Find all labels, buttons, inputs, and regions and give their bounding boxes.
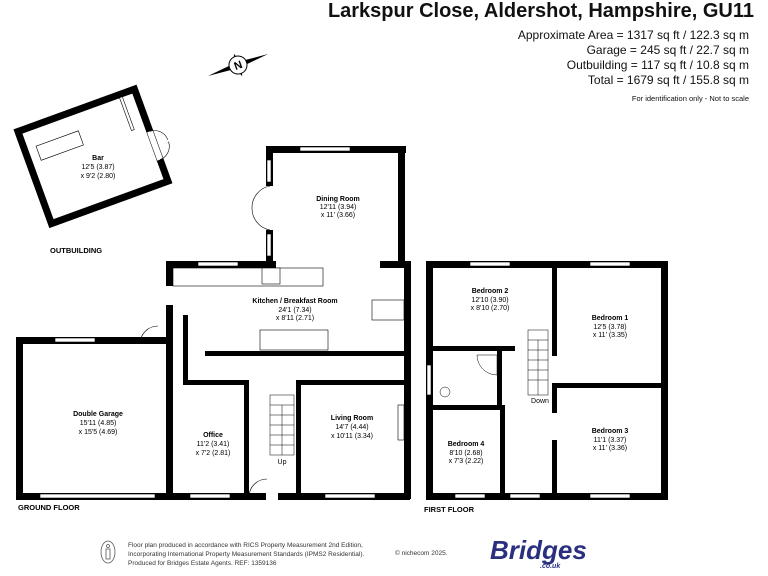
copyright: © nichecom 2025. (395, 550, 448, 557)
svg-text:x 11' (3.35): x 11' (3.35) (593, 332, 627, 339)
svg-text:Double Garage: Double Garage (73, 411, 123, 418)
svg-text:Bedroom 1: Bedroom 1 (592, 315, 629, 322)
svg-text:x 11' (3.66): x 11' (3.66) (321, 212, 355, 219)
svg-text:Dining Room: Dining Room (316, 196, 360, 203)
svg-text:8'10 (2.68): 8'10 (2.68) (449, 450, 482, 457)
svg-text:Bedroom 2: Bedroom 2 (472, 288, 509, 295)
svg-text:x 7'2 (2.81): x 7'2 (2.81) (196, 450, 231, 457)
logo-domain: .co.uk (540, 563, 561, 570)
stairs-up-label: Up (278, 459, 287, 466)
area-total: Total = 1679 sq ft / 155.8 sq m (587, 73, 749, 87)
svg-text:x 7'3 (2.22): x 7'3 (2.22) (449, 458, 484, 465)
svg-text:x 8'11 (2.71): x 8'11 (2.71) (276, 315, 314, 322)
label-ground-floor: GROUND FLOOR (18, 503, 80, 512)
rics-person-icon (100, 540, 116, 564)
area-approx: Approximate Area = 1317 sq ft / 122.3 sq… (517, 28, 749, 42)
svg-text:12'5 (3.78): 12'5 (3.78) (593, 324, 626, 331)
svg-text:Bedroom 3: Bedroom 3 (592, 428, 629, 435)
svg-text:12'10 (3.90): 12'10 (3.90) (471, 297, 508, 304)
svg-text:24'1 (7.34): 24'1 (7.34) (278, 307, 311, 314)
svg-text:N: N (233, 59, 245, 73)
room-bedroom-4: Bedroom 4 8'10 (2.68) x 7'3 (2.22) (448, 441, 485, 465)
ground-floor-walls (16, 146, 411, 500)
svg-text:x 8'10 (2.70): x 8'10 (2.70) (471, 305, 510, 312)
first-floor-walls (426, 261, 668, 500)
svg-text:x 10'11 (3.34): x 10'11 (3.34) (331, 433, 373, 440)
property-title: Larkspur Close, Aldershot, Hampshire, GU… (327, 0, 754, 22)
svg-text:11'1 (3.37): 11'1 (3.37) (594, 437, 627, 444)
svg-text:x 9'2 (2.80): x 9'2 (2.80) (81, 173, 116, 180)
footer-text: Floor plan produced in accordance with R… (128, 541, 364, 568)
room-kitchen: Kitchen / Breakfast Room 24'1 (7.34) x 8… (252, 298, 337, 322)
logo-name: Bridges (490, 535, 587, 565)
room-living: Living Room 14'7 (4.44) x 10'11 (3.34) (331, 415, 373, 440)
svg-text:12'11 (3.94): 12'11 (3.94) (320, 204, 357, 211)
svg-text:12'5 (3.87): 12'5 (3.87) (81, 164, 114, 171)
footer-line: Floor plan produced in accordance with R… (128, 542, 363, 549)
svg-text:Kitchen / Breakfast Room: Kitchen / Breakfast Room (252, 298, 337, 305)
area-outbuilding: Outbuilding = 117 sq ft / 10.8 sq m (566, 58, 749, 72)
svg-text:Living Room: Living Room (331, 415, 373, 422)
svg-text:14'7 (4.44): 14'7 (4.44) (335, 424, 368, 431)
svg-text:Office: Office (203, 432, 223, 439)
area-summary: Approximate Area = 1317 sq ft / 122.3 sq… (518, 28, 749, 106)
svg-text:Bedroom 4: Bedroom 4 (448, 441, 485, 448)
bridges-logo: Bridges .co.uk (490, 535, 587, 570)
compass-icon: N (207, 53, 269, 77)
svg-text:x 11' (3.36): x 11' (3.36) (593, 445, 627, 452)
area-garage: Garage = 245 sq ft / 22.7 sq m (586, 43, 749, 57)
svg-text:11'2 (3.41): 11'2 (3.41) (197, 441, 230, 448)
footer-line: Incorporating International Property Mea… (128, 551, 365, 558)
svg-text:x 15'5 (4.69): x 15'5 (4.69) (79, 429, 118, 436)
outbuilding-plan (13, 84, 173, 229)
room-office: Office 11'2 (3.41) x 7'2 (2.81) (196, 432, 231, 457)
room-bar: Bar 12'5 (3.87) x 9'2 (2.80) (81, 155, 116, 180)
room-bedroom-1: Bedroom 1 12'5 (3.78) x 11' (3.35) (592, 315, 629, 339)
label-first-floor: FIRST FLOOR (424, 505, 475, 514)
label-outbuilding: OUTBUILDING (50, 246, 102, 255)
stairs-down-label: Down (531, 398, 549, 405)
scale-note: For identification only - Not to scale (631, 94, 749, 103)
room-dining: Dining Room 12'11 (3.94) x 11' (3.66) (316, 196, 360, 219)
svg-text:Bar: Bar (92, 155, 104, 162)
footer-line: Produced for Bridges Estate Agents. REF:… (128, 560, 277, 567)
svg-text:15'11 (4.85): 15'11 (4.85) (80, 420, 117, 427)
room-garage: Double Garage 15'11 (4.85) x 15'5 (4.69) (73, 411, 123, 436)
room-bedroom-3: Bedroom 3 11'1 (3.37) x 11' (3.36) (592, 428, 629, 452)
room-bedroom-2: Bedroom 2 12'10 (3.90) x 8'10 (2.70) (471, 288, 510, 312)
